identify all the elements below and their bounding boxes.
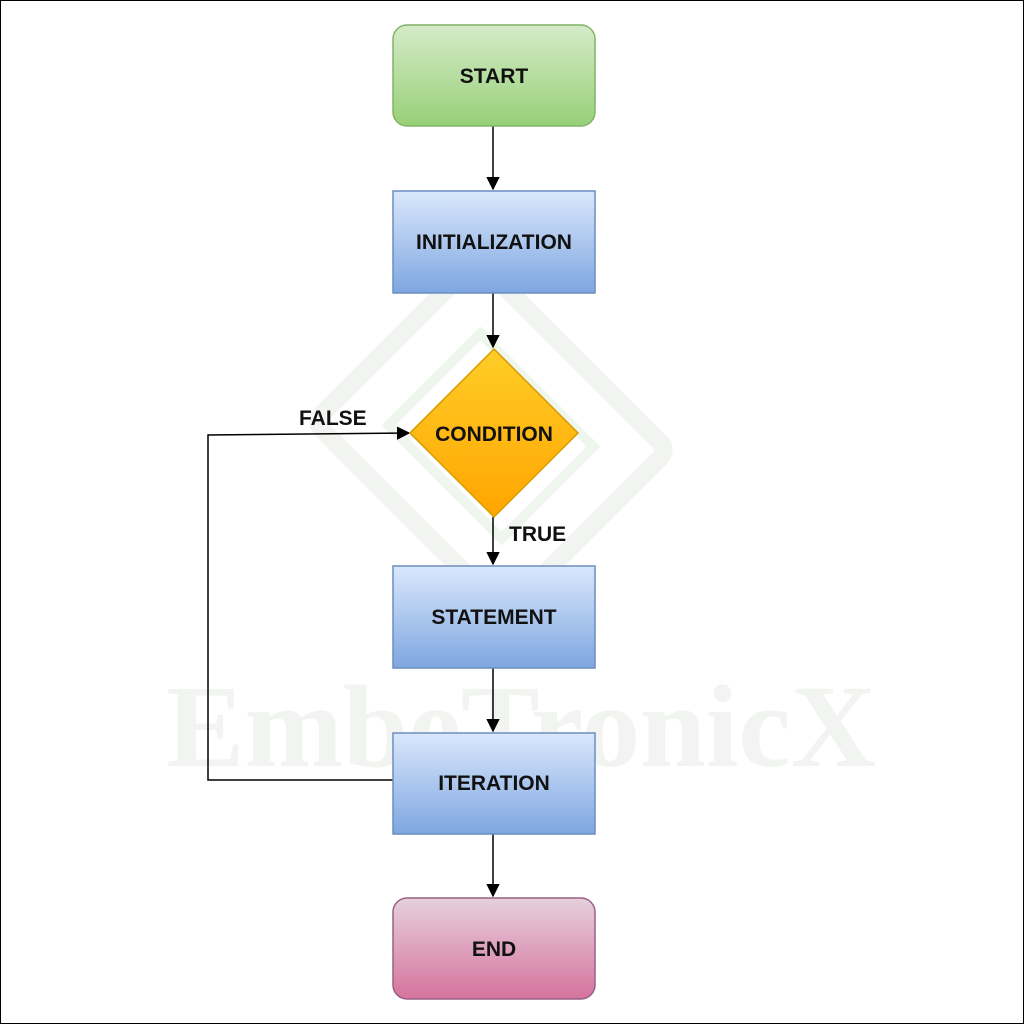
edge-iteration-to-condition-loop: [207, 426, 411, 781]
node-initialization[interactable]: INITIALIZATION: [392, 190, 596, 294]
node-condition[interactable]: CONDITION: [408, 347, 580, 519]
node-start-label: START: [460, 65, 529, 88]
node-condition-label: CONDITION: [435, 423, 553, 446]
node-iteration-label: ITERATION: [438, 772, 550, 795]
edge-label-true: TRUE: [509, 523, 566, 546]
node-end[interactable]: END: [392, 897, 596, 1000]
node-end-label: END: [472, 938, 516, 961]
node-statement[interactable]: STATEMENT: [392, 565, 596, 669]
node-initialization-label: INITIALIZATION: [416, 231, 572, 254]
node-statement-label: STATEMENT: [431, 606, 556, 629]
connectors: [207, 126, 500, 898]
watermark-chip-icon: [309, 254, 673, 618]
node-start[interactable]: START: [392, 24, 596, 127]
edge-label-false: FALSE: [299, 407, 367, 430]
node-iteration[interactable]: ITERATION: [392, 732, 596, 835]
